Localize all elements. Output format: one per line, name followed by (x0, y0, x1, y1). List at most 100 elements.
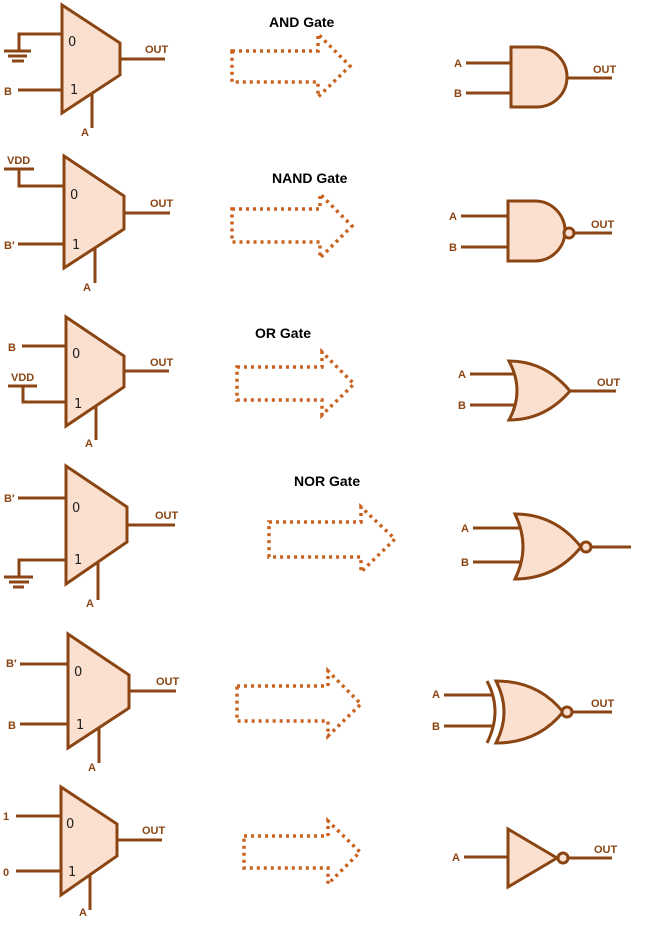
xnor-gate-body (493, 679, 565, 745)
dotted-arrow-icon (230, 29, 353, 102)
pin-1-label: 1 (68, 865, 76, 880)
mux-xnor: 0 1 B′ B A OUT (6, 631, 180, 774)
out-label: OUT (156, 676, 180, 688)
and-gate: A B OUT (454, 45, 617, 109)
ground-icon (4, 49, 31, 63)
in1-label: B′ (4, 240, 15, 252)
mux-body (64, 463, 129, 587)
mux-body (59, 784, 119, 898)
xnor-input-arc (485, 680, 497, 744)
gate-out-label: OUT (591, 219, 615, 231)
in0-label: 1 (3, 811, 9, 823)
inversion-bubble (560, 705, 574, 719)
gate-in-b-label: B (461, 557, 469, 569)
in0-label: VDD (7, 155, 30, 167)
select-label: A (83, 282, 91, 294)
pin-0-label: 0 (66, 817, 74, 832)
row-or: 0 1 B VDD A OUT OR Gate A B OUT (8, 314, 621, 450)
pin-0-label: 0 (70, 188, 78, 203)
nor-gate-body (512, 512, 583, 581)
in0-label: B (8, 342, 16, 354)
mux-or: 0 1 B VDD A OUT (8, 314, 174, 450)
row-nand: 0 1 VDD B′ A OUT NAND Gate A B OUT (4, 153, 615, 294)
dotted-arrow-icon (235, 666, 364, 741)
in1-wire (17, 558, 66, 576)
nand-gate: A B OUT (449, 199, 615, 263)
mux-body (60, 2, 122, 116)
or-gate-body (506, 359, 572, 422)
gate-in-a-label: A (458, 369, 466, 381)
in1-label: VDD (11, 372, 34, 384)
and-gate-body (509, 45, 569, 109)
not-gate-body (506, 826, 560, 890)
out-label: OUT (155, 510, 179, 522)
out-label: OUT (145, 44, 169, 56)
or-gate: A B OUT (458, 359, 621, 422)
gate-title: OR Gate (255, 325, 311, 341)
nor-gate: A B (461, 512, 631, 581)
gate-in-a-label: A (454, 58, 462, 70)
gate-in-b-label: B (432, 721, 440, 733)
xnor-gate: A B OUT (432, 679, 615, 745)
dotted-arrow-icon (235, 347, 357, 420)
gate-in-a-label: A (461, 523, 469, 535)
in0-label: B′ (6, 658, 17, 670)
not-gate: A OUT (452, 826, 618, 890)
dotted-arrow-icon (242, 816, 363, 889)
out-label: OUT (150, 357, 174, 369)
select-label: A (79, 907, 87, 919)
inversion-bubble (562, 226, 576, 240)
pin-0-label: 0 (72, 347, 80, 362)
gate-title: NAND Gate (272, 170, 348, 186)
nand-gate-body (506, 199, 567, 263)
gate-in-a-label: A (452, 852, 460, 864)
row-xnor: 0 1 B′ B A OUT A B OUT (6, 631, 615, 774)
mux-body (64, 314, 126, 429)
pin-1-label: 1 (74, 397, 82, 412)
gate-in-a-label: A (432, 689, 440, 701)
gate-out-label: OUT (593, 64, 617, 76)
gate-title: AND Gate (269, 14, 335, 30)
inversion-bubble (579, 540, 593, 554)
in1-label: B (8, 720, 16, 732)
gate-in-b-label: B (449, 242, 457, 254)
mux-nand: 0 1 VDD B′ A OUT (4, 153, 174, 294)
gate-in-a-label: A (449, 211, 457, 223)
mux-not: 0 1 1 0 A OUT (3, 784, 166, 919)
mux-body (66, 631, 131, 751)
gate-title: NOR Gate (294, 473, 360, 489)
select-label: A (86, 598, 94, 610)
gate-out-label: OUT (594, 844, 618, 856)
in1-label: 0 (3, 867, 9, 879)
gate-in-b-label: B (454, 88, 462, 100)
mux-nor: 0 1 B′ A OUT (4, 463, 179, 610)
vdd-icon (4, 167, 64, 188)
mux-body (62, 153, 126, 271)
out-label: OUT (142, 825, 166, 837)
inversion-bubble (556, 851, 570, 865)
in0-wire (17, 32, 62, 50)
pin-1-label: 1 (72, 238, 80, 253)
pin-1-label: 1 (70, 83, 78, 98)
pin-0-label: 0 (74, 665, 82, 680)
mux-and: 0 1 B A OUT (4, 2, 169, 139)
in1-label: B (4, 86, 12, 98)
out-label: OUT (150, 198, 174, 210)
in0-label: B′ (4, 493, 15, 505)
dotted-arrow-icon (230, 189, 355, 263)
pin-0-label: 0 (68, 35, 76, 50)
row-not: 0 1 1 0 A OUT A OUT (3, 784, 618, 919)
pin-0-label: 0 (72, 501, 80, 516)
vdd-icon (8, 384, 66, 404)
gate-in-b-label: B (458, 400, 466, 412)
select-label: A (85, 438, 93, 450)
row-nor: 0 1 B′ A OUT NOR Gate A B (4, 463, 631, 610)
row-and: 0 1 B A OUT AND Gate A B OUT (4, 2, 617, 139)
gate-out-label: OUT (597, 377, 621, 389)
dotted-arrow-icon (267, 502, 398, 577)
ground-icon (4, 575, 33, 589)
select-label: A (88, 762, 96, 774)
gate-out-label: OUT (591, 698, 615, 710)
select-label: A (81, 127, 89, 139)
